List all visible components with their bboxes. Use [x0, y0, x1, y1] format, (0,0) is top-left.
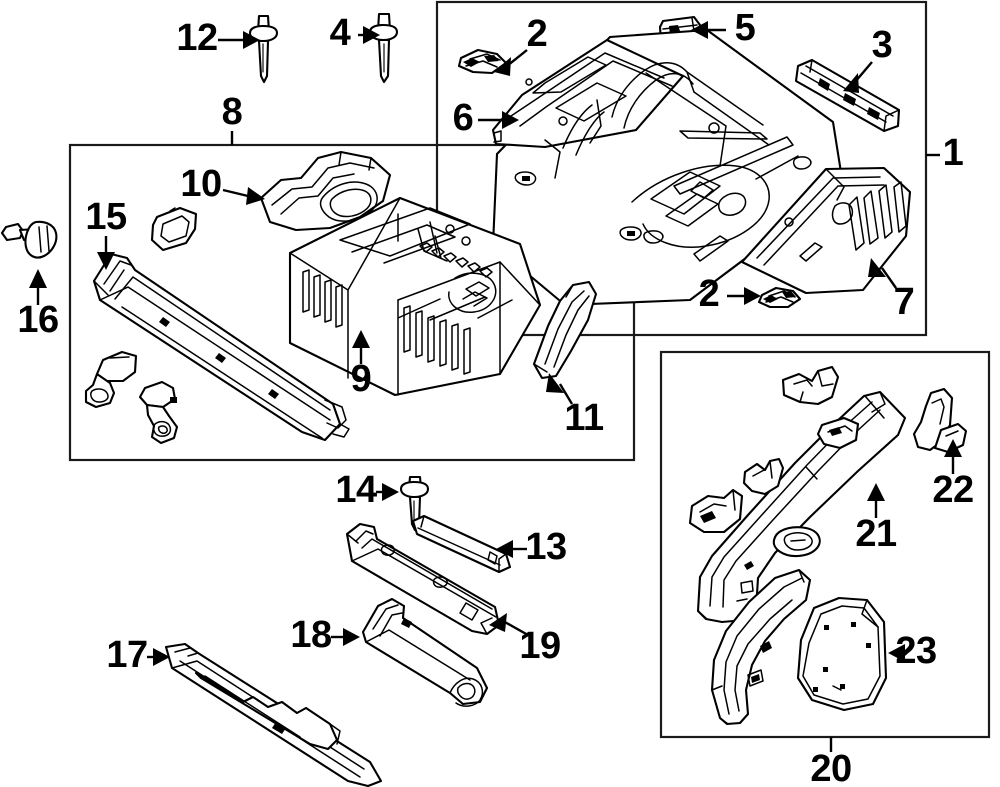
callout-label-10: 10 [180, 163, 221, 205]
arrowhead-16 [29, 269, 47, 288]
callout-label-19: 19 [519, 625, 560, 667]
callout-label-18: 18 [290, 614, 331, 656]
arrowhead-6 [502, 111, 519, 129]
part-small-bracket-c [138, 380, 179, 445]
callout-label-23: 23 [895, 630, 936, 672]
part-small-bracket-a [150, 206, 198, 252]
callout-label-2a: 2 [527, 13, 548, 55]
arrowhead-3 [843, 73, 859, 93]
callout-label-7: 7 [894, 281, 915, 323]
arrowhead-15 [97, 252, 115, 270]
callout-label-1: 1 [943, 132, 964, 174]
callout-label-21: 21 [855, 513, 897, 555]
leader-19 [502, 619, 529, 637]
leader-11 [558, 383, 574, 405]
callout-label-6: 6 [453, 97, 474, 139]
part-panel-23 [796, 596, 888, 712]
group-label-8: 8 [222, 91, 243, 133]
callout-label-11: 11 [564, 397, 604, 439]
part-bolt-12 [248, 14, 279, 84]
callout-label-14: 14 [335, 469, 377, 511]
part-rail-bracket-c [742, 457, 785, 496]
arrowhead-13 [496, 540, 513, 558]
callout-label-13: 13 [525, 526, 566, 568]
group-box-20 [659, 350, 991, 739]
callout-label-9: 9 [351, 358, 372, 400]
arrowhead-22 [944, 439, 962, 457]
arrowhead-9 [352, 330, 370, 348]
group-box-1 [435, 0, 928, 337]
part-rail-bracket-a [781, 365, 840, 406]
callout-label-17: 17 [106, 634, 147, 676]
leader-10 [222, 188, 249, 198]
callout-label-3: 3 [872, 24, 893, 66]
part-bracket-22 [912, 387, 968, 454]
part-bracket-2b [757, 286, 802, 309]
part-brace-11 [532, 280, 598, 380]
callout-label-15: 15 [85, 196, 127, 238]
part-reinforcement-10 [259, 150, 392, 232]
part-rail-bracket-d [688, 488, 744, 534]
arrowhead-2a [494, 57, 511, 76]
arrowhead-5 [691, 21, 708, 39]
part-brace-13 [411, 514, 512, 574]
arrowhead-14 [382, 483, 399, 501]
arrowhead-18 [343, 628, 360, 646]
part-crossmember-15 [92, 252, 350, 442]
arrowhead-17 [153, 648, 170, 666]
arrowhead-12 [243, 31, 260, 49]
callout-label-5: 5 [735, 7, 756, 49]
arrowhead-7 [868, 258, 886, 277]
callout-label-16: 16 [17, 299, 58, 341]
arrowhead-21 [867, 483, 885, 501]
arrowhead-10 [246, 187, 265, 205]
part-crossmember-18 [361, 597, 489, 707]
callout-label-2b: 2 [699, 273, 720, 315]
callout-label-4: 4 [330, 12, 351, 54]
part-bolt-4 [368, 12, 399, 84]
part-lower-rail-20 [710, 568, 812, 726]
part-crossmember-19 [345, 522, 501, 636]
part-plug-16 [0, 220, 58, 259]
callout-label-22: 22 [932, 469, 973, 511]
part-extension-7 [740, 166, 912, 295]
callout-label-12: 12 [176, 17, 217, 59]
part-rail-bracket-b [816, 416, 860, 450]
leader-7 [881, 267, 897, 289]
part-floor-pan-8 [288, 196, 542, 397]
arrowhead-23 [888, 644, 905, 662]
part-small-bracket-b [84, 350, 138, 409]
arrowhead-2b [744, 287, 761, 305]
callout-label-20: 20 [810, 748, 851, 787]
arrowhead-11 [546, 373, 564, 393]
part-crossmember-17 [164, 642, 383, 787]
arrowhead-4 [363, 26, 380, 44]
part-floor-pan-1 [491, 28, 846, 307]
arrowhead-19 [489, 613, 507, 632]
